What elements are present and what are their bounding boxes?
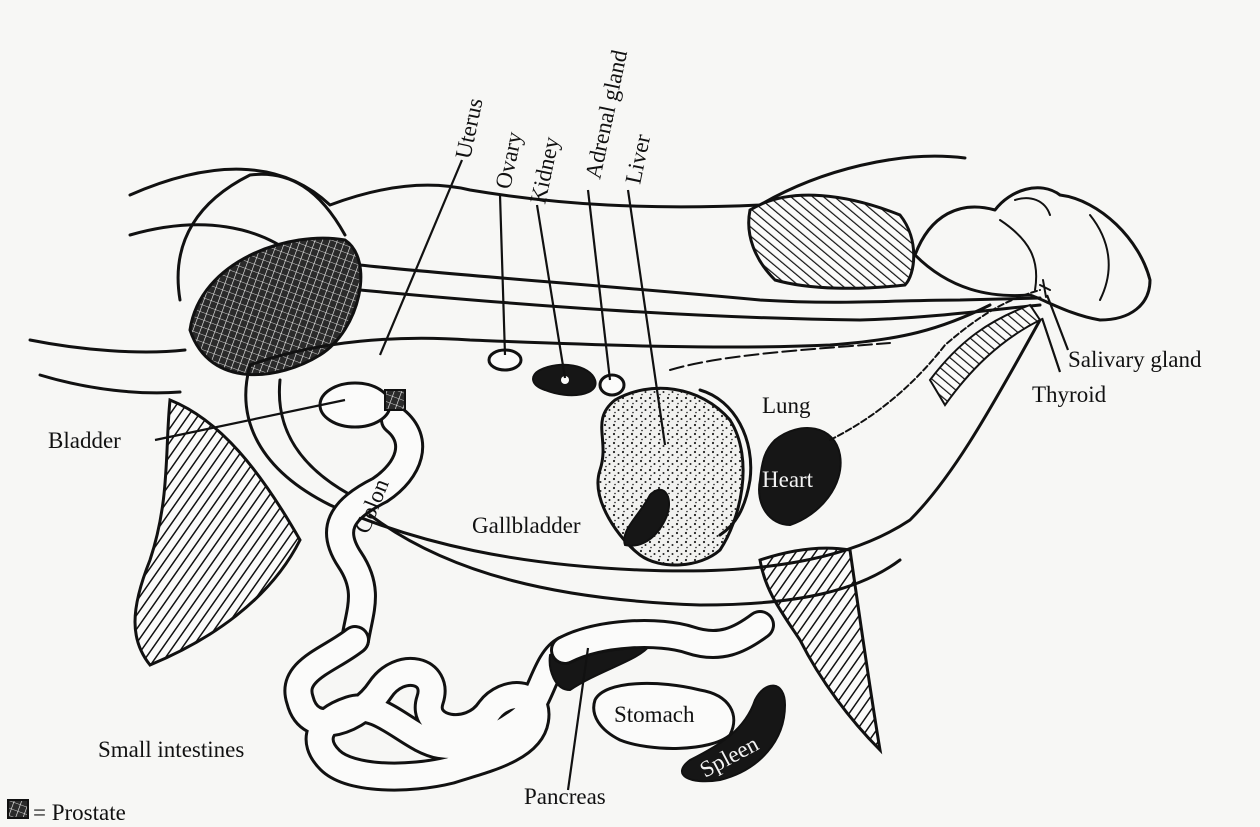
label-pancreas: Pancreas (524, 784, 606, 809)
shoulder-muscle (749, 195, 914, 288)
label-small-intestines: Small intestines (98, 737, 244, 762)
liver (598, 388, 743, 565)
label-thyroid: Thyroid (1032, 382, 1107, 407)
bladder (320, 383, 390, 427)
label-liver: Liver (620, 132, 655, 186)
legend-text: = Prostate (33, 800, 126, 825)
prostate-symbol-icon (8, 800, 28, 818)
leader-thyroid (1042, 318, 1060, 372)
label-bladder: Bladder (48, 428, 121, 453)
label-salivary-gland: Salivary gland (1068, 347, 1202, 372)
adrenal-gland (600, 375, 624, 395)
label-ovary: Ovary (490, 129, 527, 191)
prostate-marker (385, 390, 405, 410)
label-stomach: Stomach (614, 702, 695, 727)
neck-muscle (930, 305, 1040, 405)
hip-muscle (190, 238, 361, 375)
leader-ovary (500, 195, 505, 355)
label-heart: Heart (762, 467, 814, 492)
label-gallbladder: Gallbladder (472, 513, 581, 538)
label-lung: Lung (762, 393, 811, 418)
leader-kidney (537, 205, 565, 378)
label-kidney: Kidney (525, 134, 564, 206)
label-uterus: Uterus (450, 96, 487, 161)
legend: = Prostate (8, 800, 126, 825)
